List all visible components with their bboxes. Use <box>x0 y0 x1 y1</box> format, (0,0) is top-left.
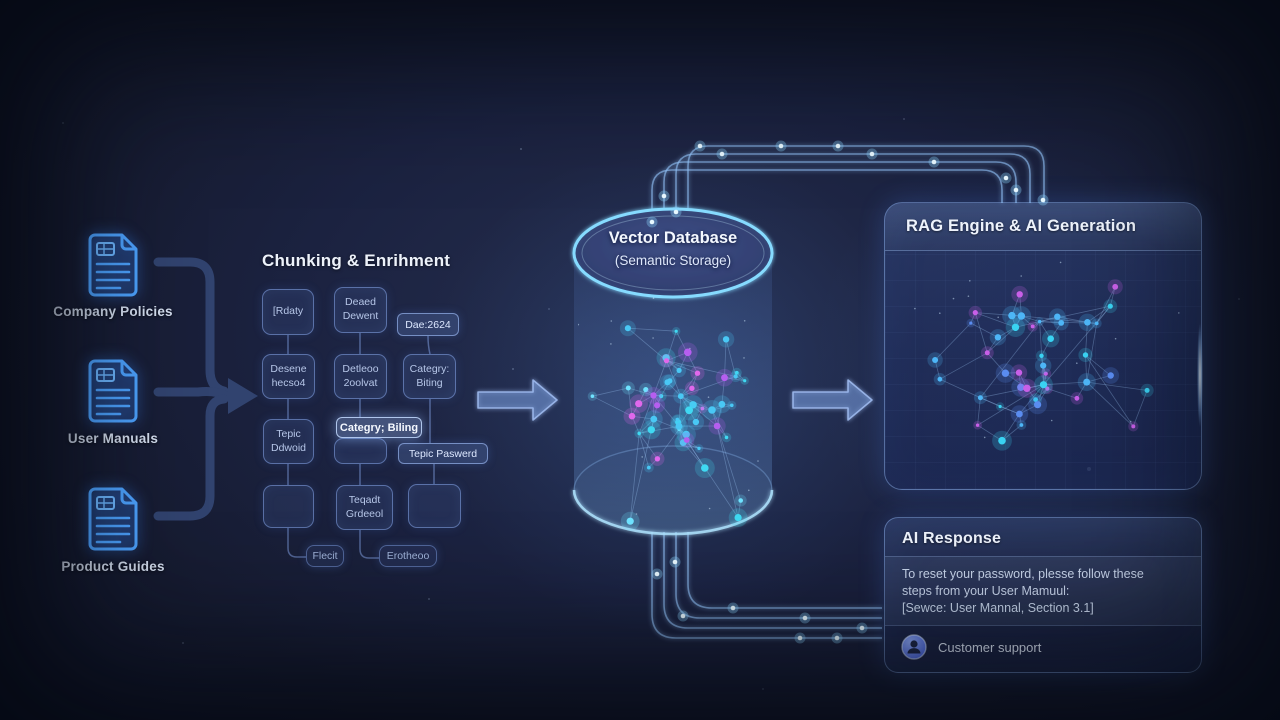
source-label: Product Guides <box>61 559 165 574</box>
customer-support-row[interactable]: Customer support <box>885 626 1201 668</box>
ai-response-body: To reset your password, plesse follow th… <box>885 556 1201 626</box>
chunk-box[interactable]: Tepic Ddwoid <box>263 419 314 464</box>
document-icon[interactable] <box>86 358 140 424</box>
document-icon[interactable] <box>86 232 140 298</box>
panel-edge-glow <box>1195 295 1205 455</box>
chunk-box[interactable]: Desene hecso4 <box>262 354 315 399</box>
arrow-right-icon <box>792 379 873 421</box>
rag-panel-title: RAG Engine & AI Generation <box>906 217 1137 235</box>
arrow-right-icon <box>477 379 558 421</box>
source-label: Company Policies <box>53 304 173 319</box>
ai-response-header: AI Response <box>885 518 1201 556</box>
vector-db-subtitle: (Semantic Storage) <box>614 253 732 268</box>
chunk-box[interactable]: Deaed Dewent <box>334 287 387 333</box>
rag-panel-header: RAG Engine & AI Generation <box>885 203 1201 251</box>
ai-response-panel: AI Response To reset your password, ples… <box>884 517 1202 673</box>
metadata-tag-password[interactable]: Tepic Paswerd <box>398 443 488 464</box>
rag-network-visualization <box>885 251 1201 489</box>
vector-network-canvas <box>578 297 759 531</box>
rag-engine-panel: RAG Engine & AI Generation <box>884 202 1202 490</box>
ai-response-title: AI Response <box>902 530 1002 547</box>
chunk-box-empty[interactable] <box>263 485 314 528</box>
chunk-box[interactable]: Categry: Biting <box>403 354 456 399</box>
source-brace-connector <box>153 257 258 521</box>
customer-support-label: Customer support <box>938 639 1042 655</box>
ai-response-text-line: [Sewce: User Mannal, Section 3.1] <box>902 601 1094 615</box>
user-avatar-icon <box>901 634 927 660</box>
metadata-tag[interactable]: Erotheoo <box>379 545 437 567</box>
chunk-box[interactable]: Detleoo 2oolvat <box>334 354 387 399</box>
metadata-tag[interactable]: Flecit <box>306 545 344 567</box>
metadata-tag-highlight[interactable]: Categry; Biling <box>336 417 422 438</box>
bottom-pipe-connector <box>651 532 882 639</box>
document-icon[interactable] <box>86 486 140 552</box>
ai-response-text-line: To reset your password, plesse follow th… <box>902 567 1144 581</box>
chunking-section-title: Chunking & Enrihment <box>262 251 451 270</box>
vector-db-title: Vector Database <box>608 229 738 247</box>
knowledge-graph-canvas <box>914 261 1180 451</box>
metadata-tag-date[interactable]: Dae:2624 <box>397 313 459 336</box>
source-label: User Manuals <box>67 431 159 446</box>
chunk-box[interactable]: Teqadt Grdeeol <box>336 485 393 530</box>
chunk-box-empty[interactable] <box>334 438 387 464</box>
ai-response-text-line: steps from your User Mamuul: <box>902 584 1070 598</box>
background-stars <box>0 0 2 2</box>
chunk-box-empty[interactable] <box>408 484 461 528</box>
chunk-box[interactable]: [Rdaty <box>262 289 314 335</box>
